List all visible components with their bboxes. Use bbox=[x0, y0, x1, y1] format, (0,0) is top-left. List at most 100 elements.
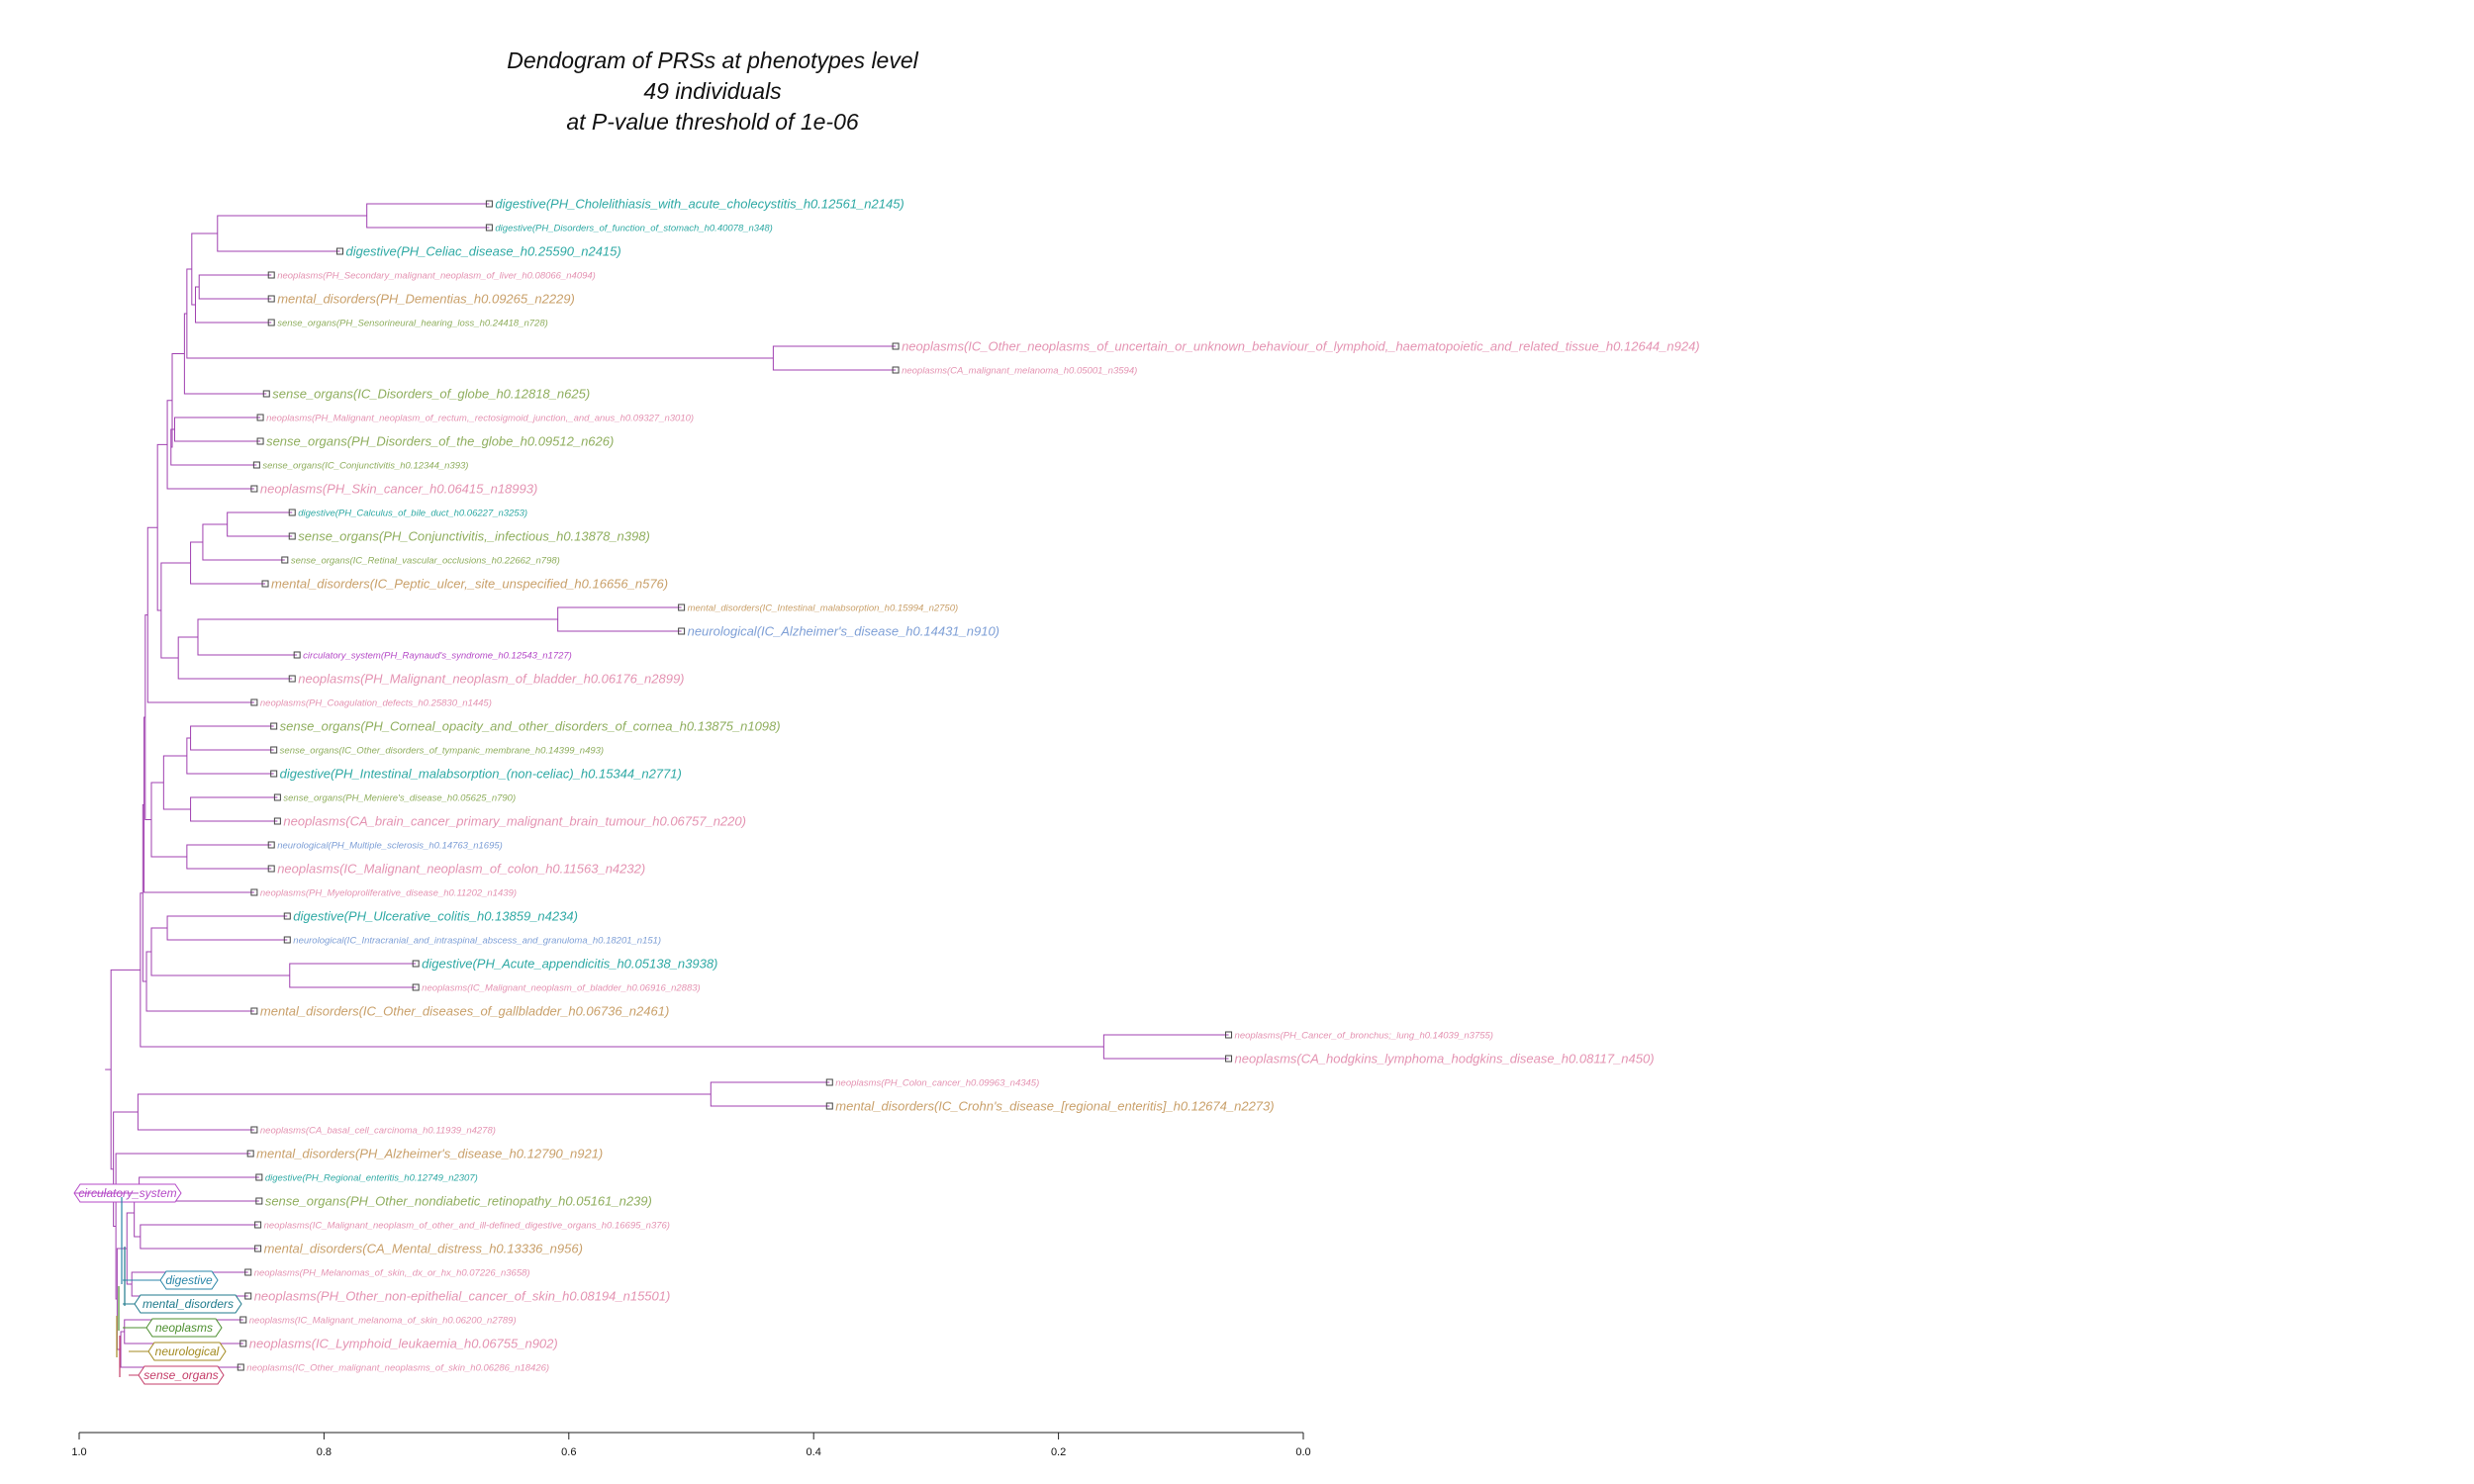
leaf-marker bbox=[485, 224, 493, 232]
leaf-label: neurological(IC_Intracranial_and_intrasp… bbox=[293, 936, 661, 947]
leaf-marker bbox=[825, 1078, 833, 1086]
leaf-marker bbox=[252, 461, 260, 469]
leaf-label: mental_disorders(IC_Peptic_ulcer,_site_u… bbox=[271, 577, 668, 592]
leaf-label: neoplasms(IC_Lymphoid_leukaemia_h0.06755… bbox=[249, 1337, 558, 1351]
leaf-marker bbox=[250, 888, 258, 896]
leaf-label: digestive(PH_Acute_appendicitis_h0.05138… bbox=[422, 957, 717, 972]
leaf-marker bbox=[237, 1363, 244, 1371]
dendrogram-branch bbox=[202, 523, 285, 561]
leaf-label: neoplasms(PH_Colon_cancer_h0.09963_n4345… bbox=[835, 1078, 1039, 1089]
leaf-label: digestive(PH_Disorders_of_function_of_st… bbox=[495, 224, 772, 234]
dendrogram-branch bbox=[1102, 1034, 1229, 1060]
dendrogram-branch bbox=[557, 606, 682, 632]
leaf-marker bbox=[273, 817, 281, 825]
dendrogram-leaves: digestive(PH_Cholelithiasis_with_acute_c… bbox=[237, 197, 1700, 1374]
leaf-marker bbox=[412, 960, 420, 968]
legend-tag-label: digestive bbox=[165, 1273, 213, 1287]
leaf-marker bbox=[288, 675, 296, 683]
leaf-marker bbox=[1225, 1031, 1233, 1039]
dendrogram-branch bbox=[195, 286, 272, 324]
leaf-label: neoplasms(CA_hodgkins_lymphoma_hodgkins_… bbox=[1235, 1052, 1655, 1067]
leaf-marker bbox=[255, 1173, 263, 1181]
leaf-label: digestive(PH_Calculus_of_bile_duct_h0.06… bbox=[298, 509, 527, 519]
leaf-label: sense_organs(PH_Sensorineural_hearing_lo… bbox=[277, 319, 548, 329]
x-axis-tick-label: 0.4 bbox=[807, 1446, 821, 1458]
leaf-label: sense_organs(PH_Other_nondiabetic_retino… bbox=[265, 1194, 652, 1209]
dendrogram-branch bbox=[227, 511, 293, 537]
dendrogram-branch bbox=[144, 614, 151, 820]
dendrogram-branch bbox=[366, 203, 490, 229]
leaf-label: sense_organs(PH_Disorders_of_the_globe_h… bbox=[266, 434, 614, 449]
leaf-marker bbox=[678, 627, 686, 635]
dendrogram-branch bbox=[177, 636, 293, 680]
leaf-label: digestive(PH_Cholelithiasis_with_acute_c… bbox=[495, 197, 904, 212]
leaf-label: neoplasms(PH_Coagulation_defects_h0.2583… bbox=[260, 698, 492, 709]
leaf-marker bbox=[485, 200, 493, 208]
dendrogram-branch bbox=[170, 428, 257, 466]
dendrogram-branch bbox=[186, 844, 272, 870]
leaf-label: neoplasms(IC_Other_malignant_neoplasms_o… bbox=[246, 1363, 549, 1374]
leaf-marker bbox=[288, 532, 296, 540]
dendrogram-branch bbox=[198, 274, 272, 300]
leaf-label: mental_disorders(IC_Other_diseases_of_ga… bbox=[260, 1004, 669, 1019]
leaf-marker bbox=[412, 983, 420, 991]
leaf-marker bbox=[261, 580, 269, 588]
leaf-marker bbox=[825, 1102, 833, 1110]
leaf-marker bbox=[254, 1221, 262, 1229]
leaf-label: sense_organs(PH_Meniere's_disease_h0.056… bbox=[283, 793, 516, 804]
leaf-marker bbox=[250, 698, 258, 706]
leaf-marker bbox=[262, 390, 270, 398]
leaf-marker bbox=[335, 247, 343, 255]
leaf-marker bbox=[281, 556, 289, 564]
leaf-label: mental_disorders(IC_Intestinal_malabsorp… bbox=[688, 603, 959, 614]
category-legend: circulatory_systemdigestivemental_disord… bbox=[73, 1183, 242, 1385]
dendrogram-branch bbox=[140, 1224, 258, 1250]
leaf-label: digestive(PH_Intestinal_malabsorption_(n… bbox=[280, 767, 682, 782]
leaf-label: digestive(PH_Ulcerative_colitis_h0.13859… bbox=[293, 909, 578, 924]
leaf-label: neoplasms(PH_Malignant_neoplasm_of_bladd… bbox=[298, 672, 684, 687]
x-axis-tick-label: 0.8 bbox=[317, 1446, 332, 1458]
leaf-label: neoplasms(PH_Cancer_of_bronchus;_lung_h0… bbox=[1235, 1031, 1493, 1042]
x-axis-tick-label: 0.6 bbox=[561, 1446, 576, 1458]
dendrogram-branch bbox=[186, 268, 774, 359]
leaf-marker bbox=[892, 366, 900, 374]
leaf-marker bbox=[283, 912, 291, 920]
dendrogram-branch bbox=[150, 927, 290, 976]
dendrogram-branch bbox=[146, 526, 254, 703]
legend-tag-label: neurological bbox=[155, 1345, 220, 1358]
title-line-2: 49 individuals bbox=[643, 78, 782, 104]
dendrogram-branch bbox=[166, 400, 254, 490]
dendrogram-branch bbox=[183, 313, 267, 395]
dendrogram-branch bbox=[143, 716, 254, 893]
leaf-label: neoplasms(PH_Malignant_neoplasm_of_rectu… bbox=[266, 414, 694, 424]
x-axis-tick-label: 0.2 bbox=[1051, 1446, 1066, 1458]
dendrogram-branch bbox=[710, 1081, 830, 1107]
leaf-marker bbox=[267, 865, 275, 873]
leaf-label: digestive(PH_Celiac_disease_h0.25590_n24… bbox=[345, 244, 620, 259]
leaf-label: sense_organs(IC_Disorders_of_globe_h0.12… bbox=[272, 387, 590, 402]
dendrogram-branch bbox=[142, 804, 147, 982]
x-axis-tick-label: 1.0 bbox=[71, 1446, 86, 1458]
leaf-marker bbox=[273, 793, 281, 801]
title-line-1: Dendogram of PRSs at phenotypes level bbox=[507, 47, 918, 73]
leaf-label: neoplasms(PH_Secondary_malignant_neoplas… bbox=[277, 271, 596, 282]
leaf-label: neoplasms(PH_Myeloproliferative_disease_… bbox=[260, 888, 517, 899]
dendrogram-branch bbox=[217, 215, 367, 252]
leaf-label: mental_disorders(PH_Dementias_h0.09265_n… bbox=[277, 292, 575, 307]
leaf-marker bbox=[267, 295, 275, 303]
leaf-marker bbox=[678, 603, 686, 611]
leaf-label: neoplasms(IC_Malignant_neoplasm_of_other… bbox=[264, 1221, 670, 1232]
leaf-marker bbox=[283, 936, 291, 944]
leaf-marker bbox=[267, 319, 275, 326]
legend-tag-box bbox=[147, 1342, 227, 1361]
leaf-label: digestive(PH_Regional_enteritis_h0.12749… bbox=[265, 1173, 478, 1184]
legend-tag-label: sense_organs bbox=[143, 1368, 218, 1382]
leaf-label: neoplasms(PH_Skin_cancer_h0.06415_n18993… bbox=[260, 482, 537, 497]
leaf-marker bbox=[246, 1150, 254, 1158]
dendrogram-branch bbox=[190, 725, 274, 751]
leaf-label: sense_organs(IC_Conjunctivitis_h0.12344_… bbox=[262, 461, 468, 472]
leaf-label: sense_organs(IC_Retinal_vascular_occlusi… bbox=[291, 556, 560, 567]
leaf-marker bbox=[267, 841, 275, 849]
